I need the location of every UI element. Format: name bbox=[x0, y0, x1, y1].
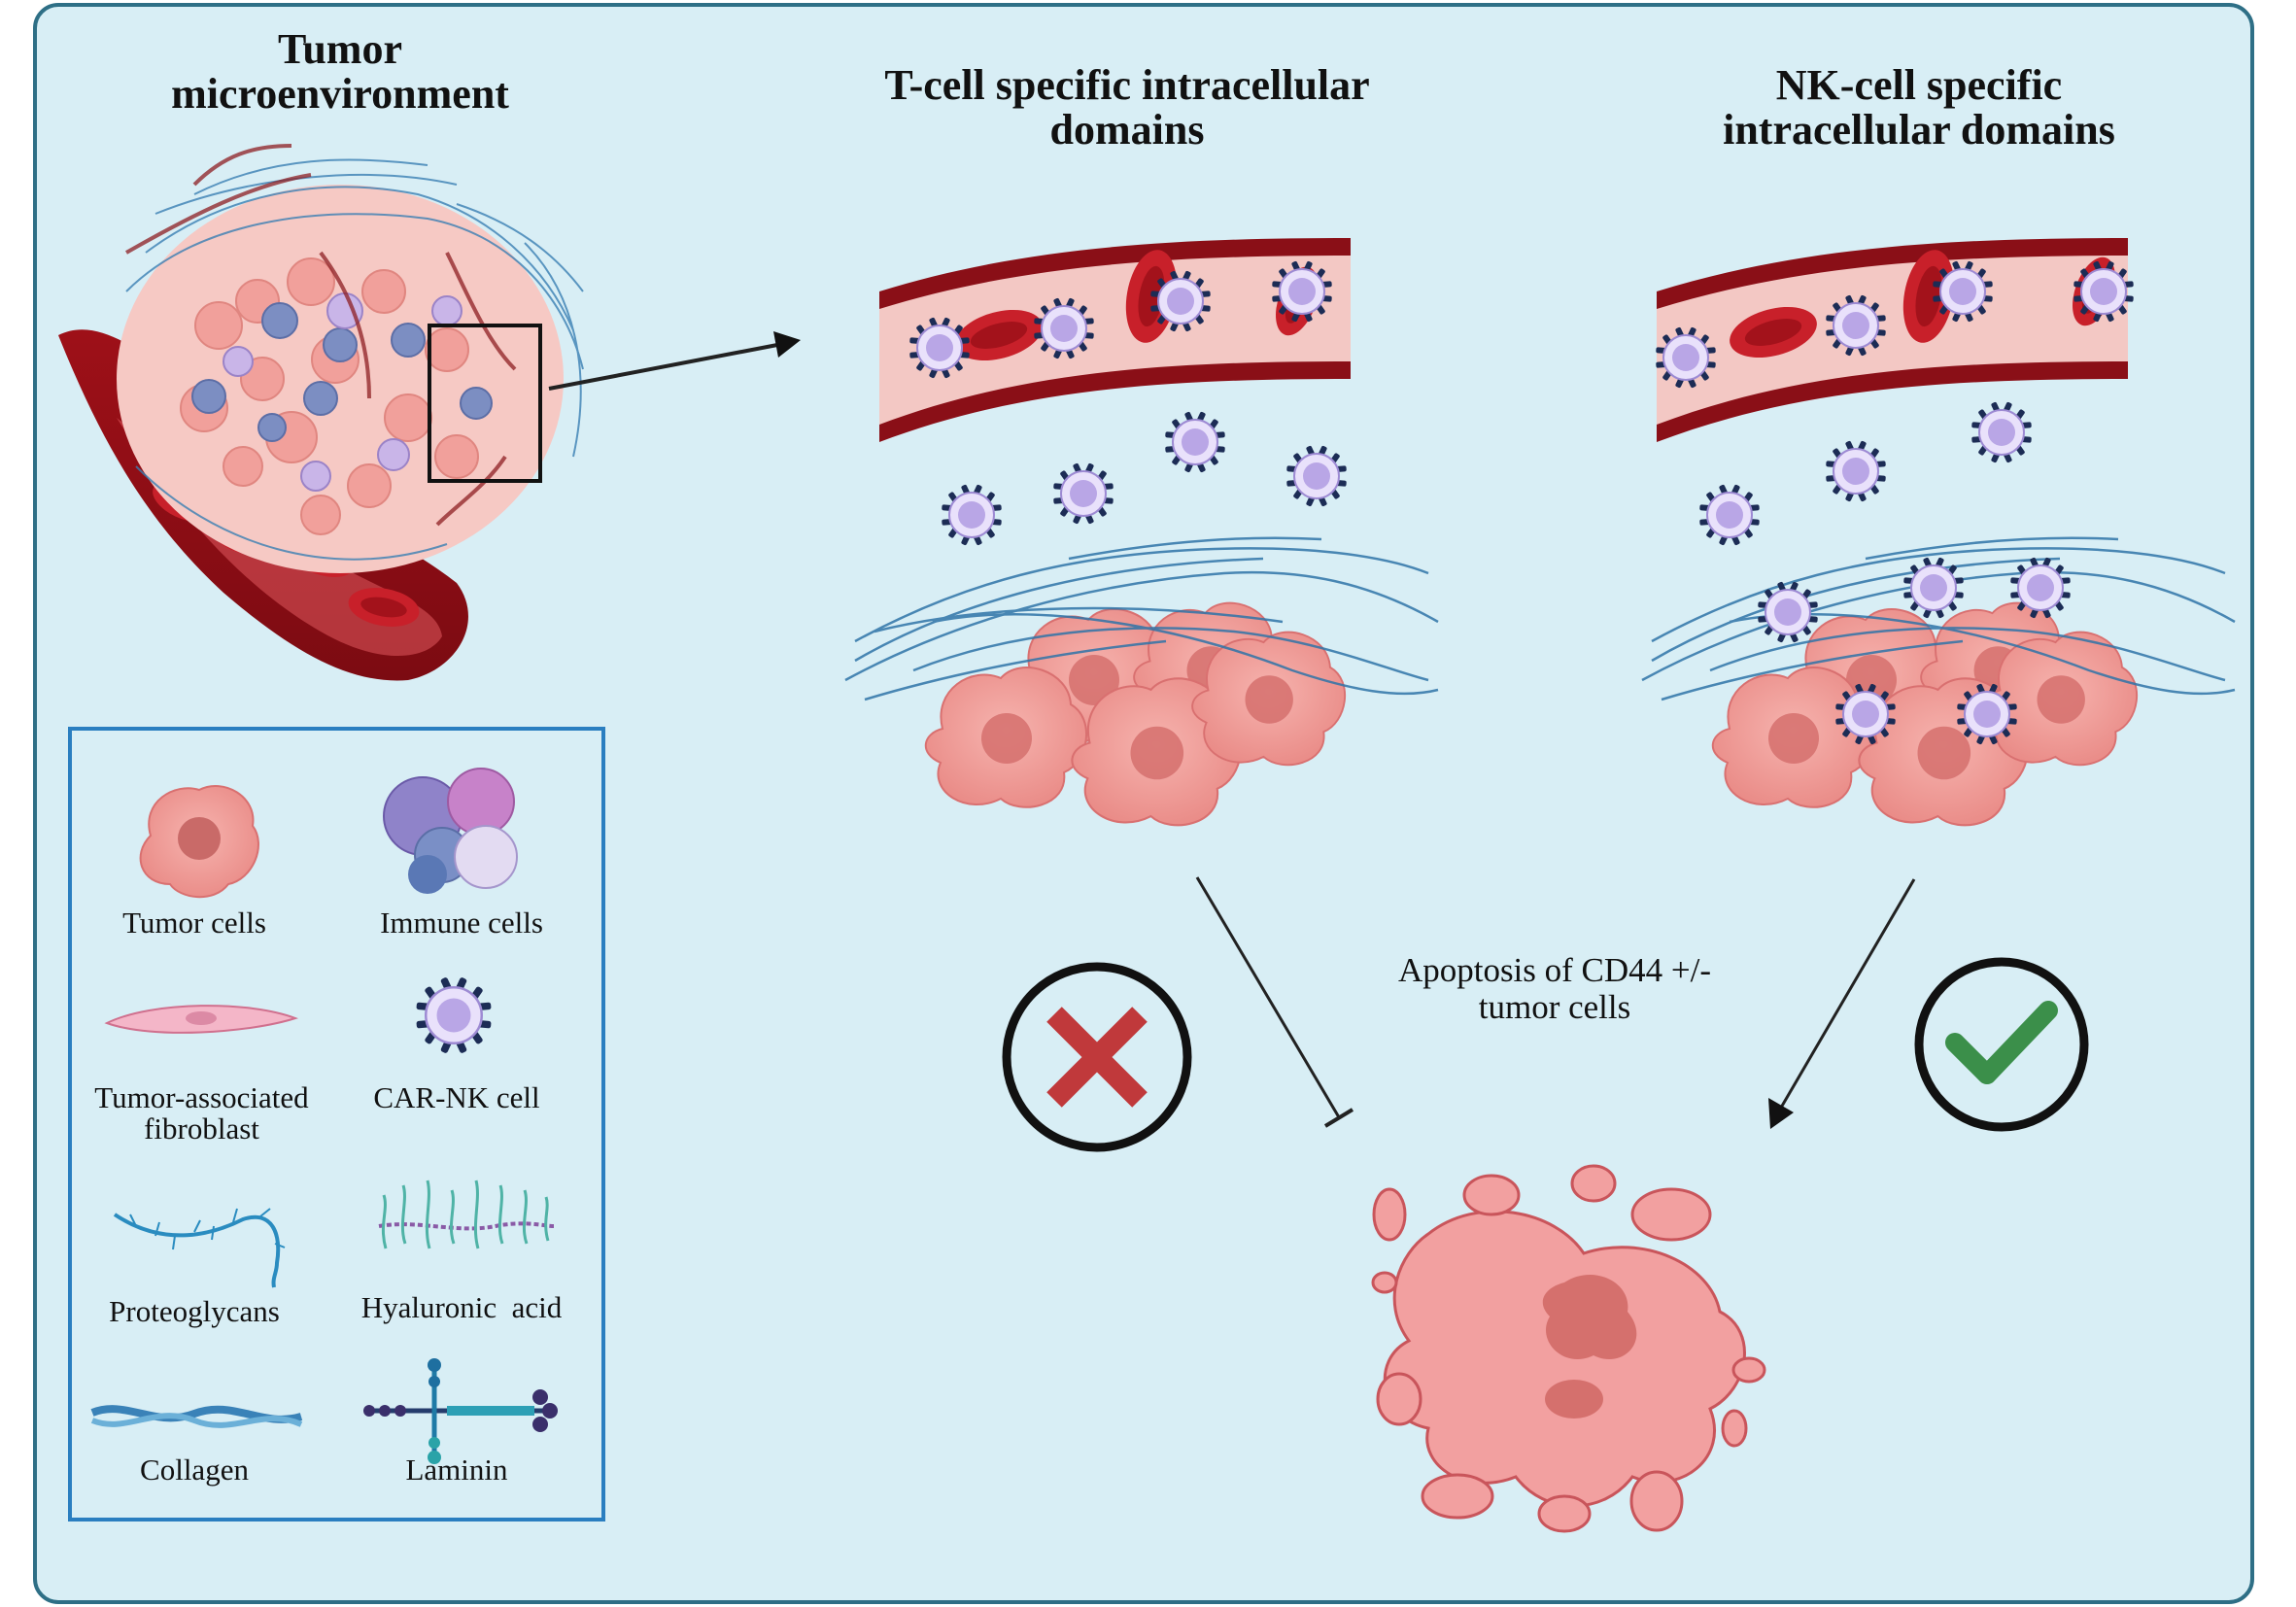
nkcell-panel-illustration bbox=[1641, 238, 2236, 827]
zoom-box bbox=[428, 324, 542, 483]
proteoglycan-icon bbox=[113, 1208, 286, 1288]
legend-label-collagen: Collagen bbox=[140, 1453, 249, 1487]
nkcell-title: NK-cell specific intracellular domains bbox=[1723, 61, 2115, 154]
apoptotic-tumor-cell bbox=[1371, 1164, 1766, 1533]
legend-label-immune-cells: Immune cells bbox=[380, 906, 543, 940]
legend-label-proteoglycans: Proteoglycans bbox=[109, 1294, 280, 1328]
tcell-inhibition-arrow bbox=[1195, 876, 1354, 1128]
collagen-icon bbox=[90, 1405, 303, 1428]
zoom-arrow-head bbox=[773, 331, 801, 358]
legend-label-hyaluronic-acid: Hyaluronic acid bbox=[360, 1290, 563, 1324]
tcell-title: T-cell specific intracellular domains bbox=[884, 61, 1370, 154]
apoptosis-label: Apoptosis of CD44 +/- tumor cells bbox=[1397, 951, 1712, 1026]
legend-label-car-nk: CAR-NK cell bbox=[373, 1080, 540, 1114]
nkcell-activation-arrow bbox=[1768, 878, 1916, 1129]
tme-title: Tumor microenvironment bbox=[171, 25, 509, 118]
legend-label-laminin: Laminin bbox=[405, 1453, 508, 1487]
immune-cells-icon bbox=[383, 768, 518, 894]
legend-label-fibroblast: Tumor-associated fibroblast bbox=[94, 1080, 309, 1145]
check-icon bbox=[1914, 957, 2089, 1132]
hyaluronic-acid-icon bbox=[378, 1180, 555, 1249]
tumor-microenvironment-illustration bbox=[58, 144, 801, 681]
zoom-arrow-line bbox=[548, 343, 778, 391]
tumor-cell-icon bbox=[139, 784, 259, 899]
fibroblast-icon bbox=[104, 1005, 299, 1034]
tcell-panel-illustration bbox=[844, 238, 1439, 827]
legend-icons bbox=[90, 768, 558, 1464]
legend-label-tumor-cells: Tumor cells bbox=[122, 906, 266, 940]
cross-icon bbox=[1002, 962, 1192, 1152]
laminin-icon bbox=[363, 1358, 558, 1464]
legend-box bbox=[68, 727, 605, 1522]
